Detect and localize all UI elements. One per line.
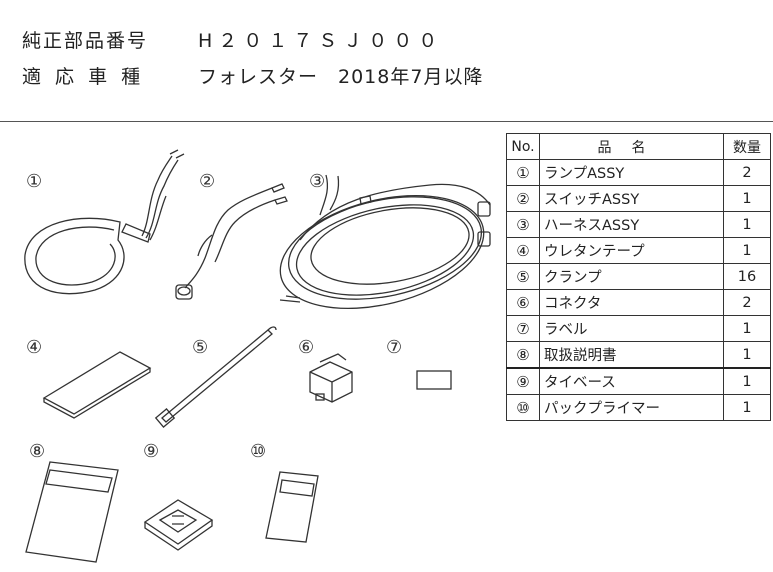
- row-no: ③: [506, 211, 540, 238]
- row-qty: 1: [723, 367, 771, 395]
- row-no: ①: [506, 159, 540, 186]
- header-no: No.: [506, 133, 540, 160]
- table-row: ② スイッチASSY 1: [506, 185, 771, 212]
- vehicle-value: フォレスター 2018年7月以降: [198, 66, 484, 88]
- illustration-number-7: ⑦: [386, 337, 403, 358]
- illustration-number-6: ⑥: [298, 337, 315, 358]
- row-name: パックプライマー: [539, 394, 724, 421]
- row-qty: 2: [723, 159, 771, 186]
- table-row: ⑩ パックプライマー 1: [506, 394, 771, 421]
- row-name: ラベル: [539, 315, 724, 342]
- urethane-tape-drawing: [42, 351, 152, 419]
- row-qty: 1: [723, 237, 771, 264]
- row-no: ⑦: [506, 315, 540, 342]
- illustration-number-8: ⑧: [29, 441, 46, 462]
- tie-base-drawing: [143, 499, 214, 551]
- table-row: ① ランプASSY 2: [506, 159, 771, 186]
- illustration-number-2: ②: [199, 171, 216, 192]
- row-name: 取扱説明書: [539, 341, 724, 369]
- header-qty: 数量: [723, 133, 771, 160]
- label-drawing: [416, 370, 452, 390]
- row-name: スイッチASSY: [539, 185, 724, 212]
- row-name: クランプ: [539, 263, 724, 290]
- part-number-label: 純正部品番号: [22, 30, 149, 52]
- table-row: ④ ウレタンテープ 1: [506, 237, 771, 264]
- row-qty: 1: [723, 394, 771, 421]
- row-qty: 1: [723, 211, 771, 238]
- table-row: ⑦ ラベル 1: [506, 315, 771, 342]
- table-row: ⑧ 取扱説明書 1: [506, 341, 771, 369]
- parts-list-table: No. 品名 数量 ① ランプASSY 2 ② スイッチASSY 1 ③ ハーネ…: [506, 133, 771, 421]
- row-name: コネクタ: [539, 289, 724, 316]
- row-name: ウレタンテープ: [539, 237, 724, 264]
- row-no: ④: [506, 237, 540, 264]
- table-header-row: No. 品名 数量: [506, 133, 771, 160]
- row-no: ⑥: [506, 289, 540, 316]
- header-name: 品名: [539, 133, 724, 160]
- clamp-drawing: [154, 326, 277, 429]
- table-row: ⑥ コネクタ 2: [506, 289, 771, 316]
- lamp-assy-drawing: [24, 149, 185, 295]
- row-qty: 1: [723, 315, 771, 342]
- vehicle-label: 適 応 車 種: [22, 66, 145, 88]
- illustration-number-9: ⑨: [143, 441, 160, 462]
- table-row: ⑤ クランプ 16: [506, 263, 771, 290]
- row-qty: 1: [723, 185, 771, 212]
- illustration-number-4: ④: [26, 337, 43, 358]
- row-qty: 16: [723, 263, 771, 290]
- row-no: ⑧: [506, 341, 540, 369]
- row-name: ハーネスASSY: [539, 211, 724, 238]
- row-no: ②: [506, 185, 540, 212]
- row-no: ⑩: [506, 394, 540, 421]
- row-no: ⑤: [506, 263, 540, 290]
- table-row: ③ ハーネスASSY 1: [506, 211, 771, 238]
- illustration-number-3: ③: [309, 171, 326, 192]
- row-no: ⑨: [506, 367, 540, 395]
- header-divider: [0, 121, 773, 122]
- harness-assy-drawing: [279, 174, 491, 310]
- manual-drawing: [25, 461, 119, 563]
- switch-assy-drawing: [175, 183, 288, 300]
- part-number: H２０１７ＳＪ０００: [198, 30, 444, 52]
- illustration-number-5: ⑤: [192, 337, 209, 358]
- table-row: ⑨ タイベース 1: [506, 367, 771, 395]
- row-name: タイベース: [539, 367, 724, 395]
- pack-primer-drawing: [265, 471, 319, 543]
- row-qty: 1: [723, 341, 771, 369]
- illustration-number-1: ①: [26, 171, 43, 192]
- row-qty: 2: [723, 289, 771, 316]
- connector-drawing: [309, 353, 353, 403]
- illustration-number-10: ⑩: [250, 441, 267, 462]
- row-name: ランプASSY: [539, 159, 724, 186]
